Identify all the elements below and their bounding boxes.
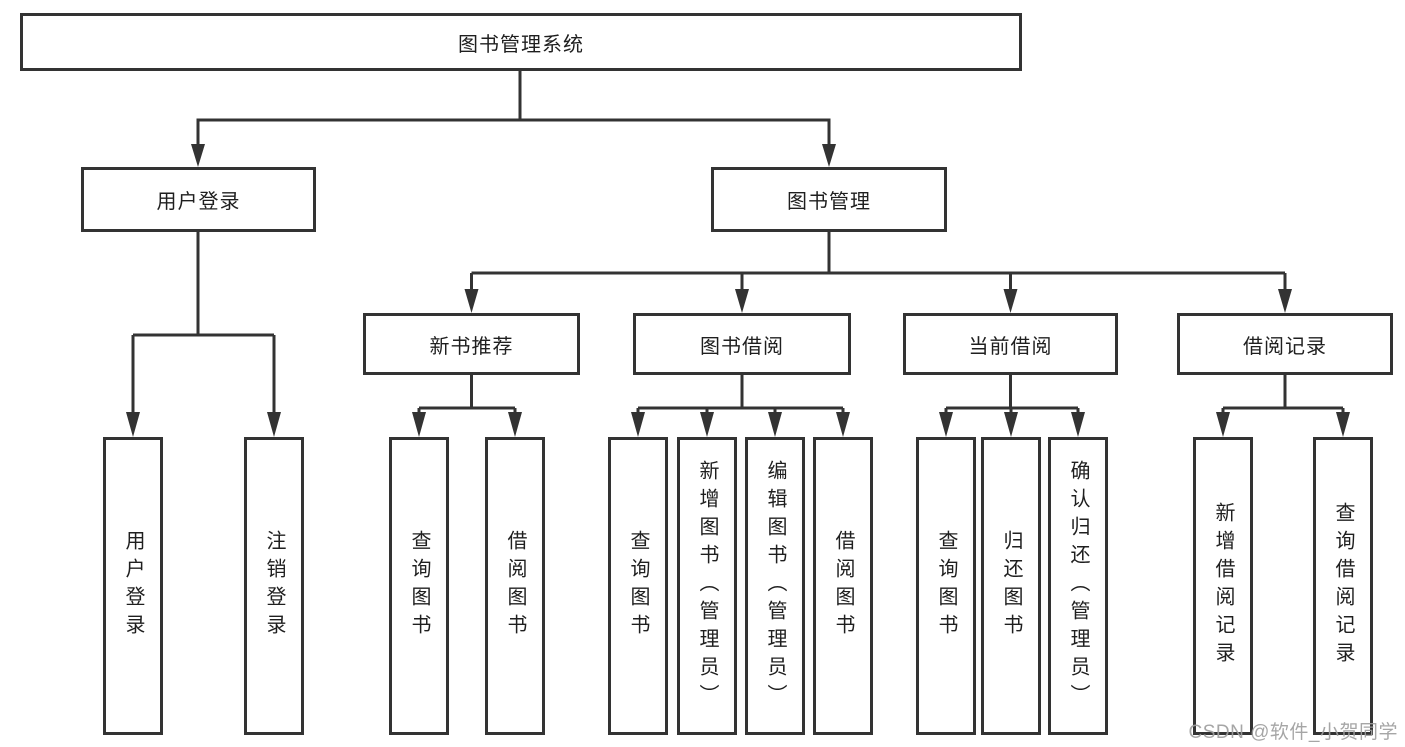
node-label: 借阅图书 [504, 530, 526, 642]
node-borrow-records: 借阅记录 [1177, 313, 1393, 375]
csdn-watermark: CSDN @软件_小贺同学 [1188, 722, 1398, 743]
node-label: 图书管理系统 [458, 33, 584, 56]
node-book-borrow: 图书借阅 [633, 313, 851, 375]
node-current-borrow: 当前借阅 [903, 313, 1118, 375]
leaf-confirm-return-admin: 确认归还（管理员） [1048, 437, 1108, 735]
node-label: 借阅记录 [1243, 335, 1327, 358]
node-label: 新增图书（管理员） [696, 460, 718, 712]
node-label: 图书管理 [787, 191, 871, 213]
node-label: 当前借阅 [968, 335, 1053, 358]
node-label: 确认归还（管理员） [1067, 460, 1089, 712]
node-label: 用户登录 [156, 191, 241, 213]
connector-book-management-to-level3 [470, 232, 1287, 290]
leaf-return-book: 归还图书 [981, 437, 1041, 735]
leaf-edit-book-admin: 编辑图书（管理员） [745, 437, 805, 735]
node-label: 归还图书 [1000, 530, 1022, 642]
leaf-user-login: 用户登录 [103, 437, 163, 735]
node-user-login: 用户登录 [81, 167, 316, 232]
node-label: 借阅图书 [832, 530, 854, 642]
arrowhead-borrow-records-leaves [1216, 412, 1350, 437]
leaf-add-borrow-record: 新增借阅记录 [1193, 437, 1253, 735]
connector-book-borrow-to-leaves [636, 375, 845, 414]
connector-current-borrow-to-leaves [944, 375, 1080, 414]
arrowhead-user-login-leaves [126, 412, 281, 437]
node-label: 图书借阅 [700, 335, 784, 358]
node-label: 用户登录 [122, 530, 144, 642]
arrowhead-level2 [191, 144, 836, 167]
leaf-logout: 注销登录 [244, 437, 304, 735]
leaf-query-books-recommend: 查询图书 [389, 437, 449, 735]
leaf-add-book-admin: 新增图书（管理员） [677, 437, 737, 735]
node-label: 查询图书 [627, 530, 649, 642]
node-label: 注销登录 [263, 530, 285, 642]
node-library-management-system: 图书管理系统 [20, 13, 1022, 71]
connector-user-login-to-leaves [131, 232, 276, 413]
arrowhead-new-book-leaves [412, 412, 522, 437]
leaf-query-books-current: 查询图书 [916, 437, 976, 735]
arrowhead-current-borrow-leaves [939, 412, 1085, 437]
leaf-borrow-books: 借阅图书 [813, 437, 873, 735]
connector-root-to-level2 [196, 71, 831, 145]
connector-new-book-to-leaves [417, 375, 517, 414]
node-label: 新书推荐 [429, 335, 514, 358]
arrowhead-book-borrow-leaves [631, 412, 850, 437]
node-label: 编辑图书（管理员） [764, 460, 786, 712]
node-new-book-recommend: 新书推荐 [363, 313, 580, 375]
node-book-management: 图书管理 [711, 167, 947, 232]
leaf-query-borrow-record: 查询借阅记录 [1313, 437, 1373, 735]
leaf-query-books-borrow: 查询图书 [608, 437, 668, 735]
node-label: 查询图书 [935, 530, 957, 642]
connector-borrow-records-to-leaves [1221, 375, 1345, 414]
node-label: 新增借阅记录 [1212, 502, 1234, 670]
node-label: 查询图书 [408, 530, 430, 642]
node-label: 查询借阅记录 [1332, 502, 1354, 670]
arrowhead-level3 [464, 289, 1292, 313]
leaf-borrow-books-recommend: 借阅图书 [485, 437, 545, 735]
